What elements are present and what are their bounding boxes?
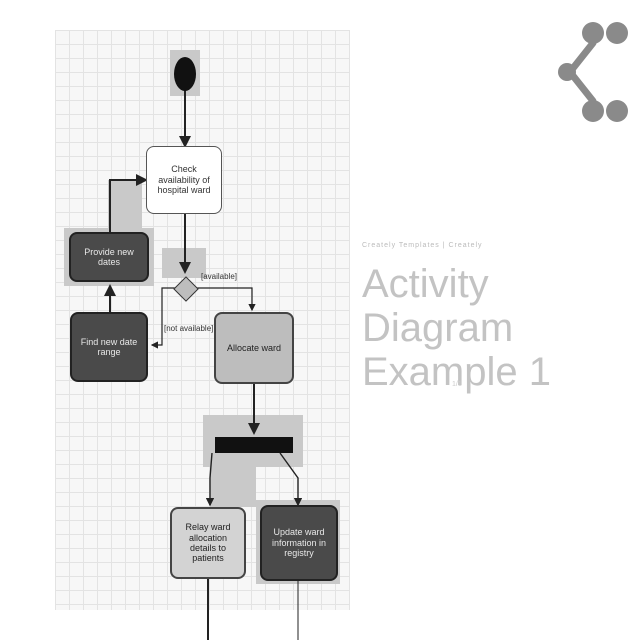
fork-bar xyxy=(215,437,293,453)
activity-check-availability[interactable]: Check availability of hospital ward xyxy=(146,146,222,214)
activity-find-new-date-range[interactable]: Find new date range xyxy=(70,312,148,382)
activity-allocate-ward-label: Allocate ward xyxy=(226,342,282,353)
activity-update-registry[interactable]: Update ward information in registry xyxy=(260,505,338,581)
guard-not-available: [not available] xyxy=(164,324,214,333)
activity-relay-details-label: Relay ward allocation details to patient… xyxy=(185,522,231,564)
initial-node xyxy=(174,57,196,91)
diagram-canvas xyxy=(55,30,350,610)
creately-logo-icon xyxy=(558,22,628,122)
activity-relay-details[interactable]: Relay ward allocation details to patient… xyxy=(170,507,246,579)
slide-kicker: Creately Templates | Creately xyxy=(362,242,483,249)
loop-highlight xyxy=(108,180,142,232)
fork-branch-highlight xyxy=(210,467,256,507)
activity-check-availability-label: Check availability of hospital ward xyxy=(157,164,211,196)
activity-provide-new-dates[interactable]: Provide new dates xyxy=(69,232,149,282)
slide-title: Activity Diagram Example 1 xyxy=(362,262,551,394)
activity-update-registry-label: Update ward information in registry xyxy=(271,527,327,559)
guard-available: [available] xyxy=(201,272,238,281)
page-indicator: 1/1 xyxy=(452,381,462,388)
activity-find-new-date-range-label: Find new date range xyxy=(80,336,138,357)
activity-allocate-ward[interactable]: Allocate ward xyxy=(214,312,294,384)
activity-provide-new-dates-label: Provide new dates xyxy=(84,246,134,267)
